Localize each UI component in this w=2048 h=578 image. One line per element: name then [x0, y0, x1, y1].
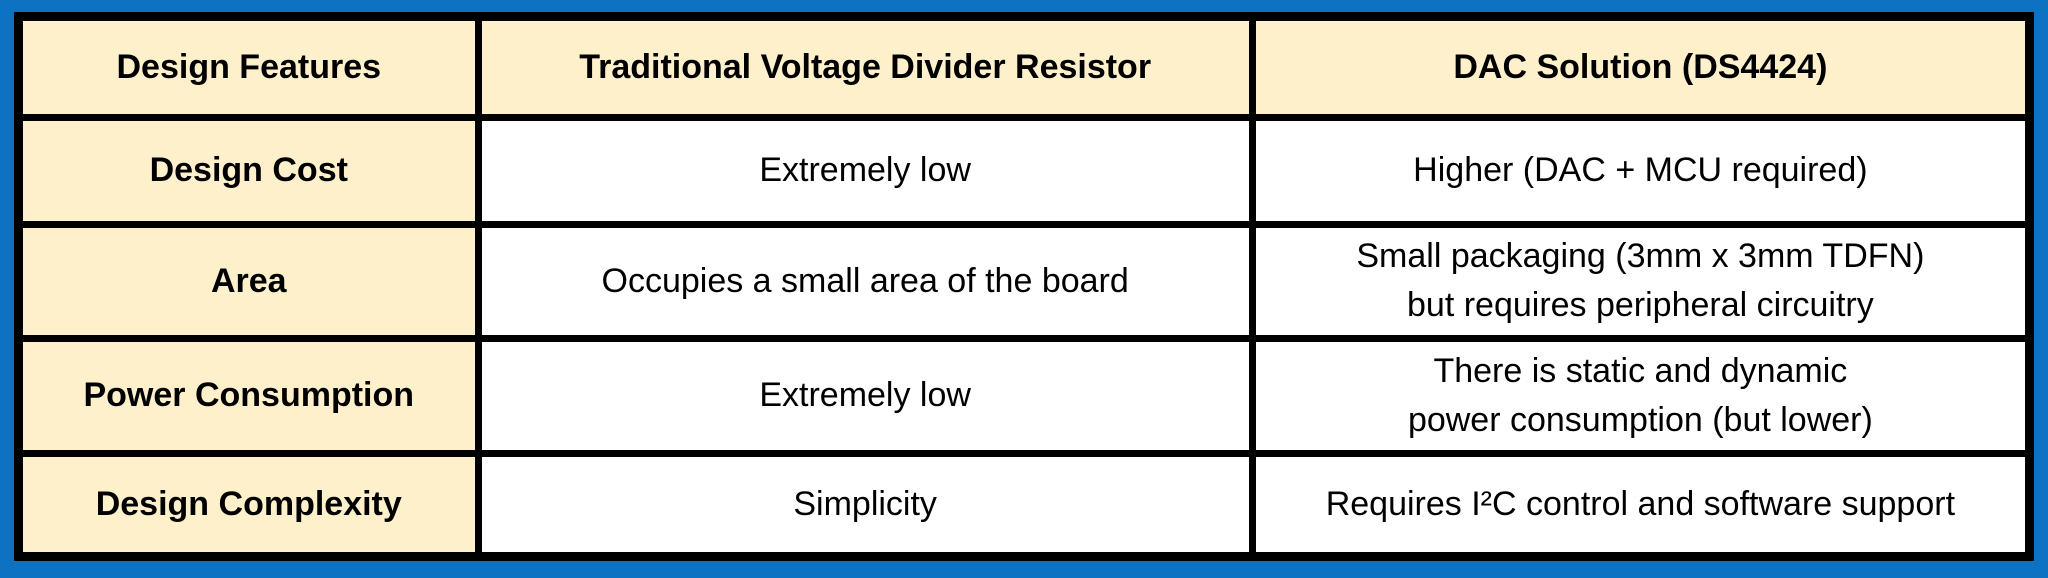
cell-power-consumption-traditional: Extremely low — [481, 342, 1249, 450]
column-header-traditional-voltage-divider-resistor: Traditional Voltage Divider Resistor — [481, 21, 1249, 115]
cell-design-complexity-traditional: Simplicity — [481, 456, 1249, 552]
column-header-design-features: Design Features — [23, 21, 475, 115]
cell-design-complexity-dac: Requires I²C control and software suppor… — [1255, 456, 2025, 552]
cell-design-cost-traditional: Extremely low — [481, 121, 1249, 221]
column-header-dac-solution: DAC Solution (DS4424) — [1255, 21, 2025, 115]
row-header-design-cost: Design Cost — [23, 121, 475, 221]
row-header-power-consumption: Power Consumption — [23, 342, 475, 450]
comparison-table: Design Features Traditional Voltage Divi… — [23, 21, 2025, 552]
cell-design-cost-dac: Higher (DAC + MCU required) — [1255, 121, 2025, 221]
cell-power-consumption-dac: There is static and dynamic power consum… — [1255, 342, 2025, 450]
cell-area-traditional: Occupies a small area of the board — [481, 227, 1249, 336]
comparison-table-outline: Design Features Traditional Voltage Divi… — [14, 12, 2034, 561]
row-header-design-complexity: Design Complexity — [23, 456, 475, 552]
cell-area-dac: Small packaging (3mm x 3mm TDFN) but req… — [1255, 227, 2025, 336]
row-header-area: Area — [23, 227, 475, 336]
